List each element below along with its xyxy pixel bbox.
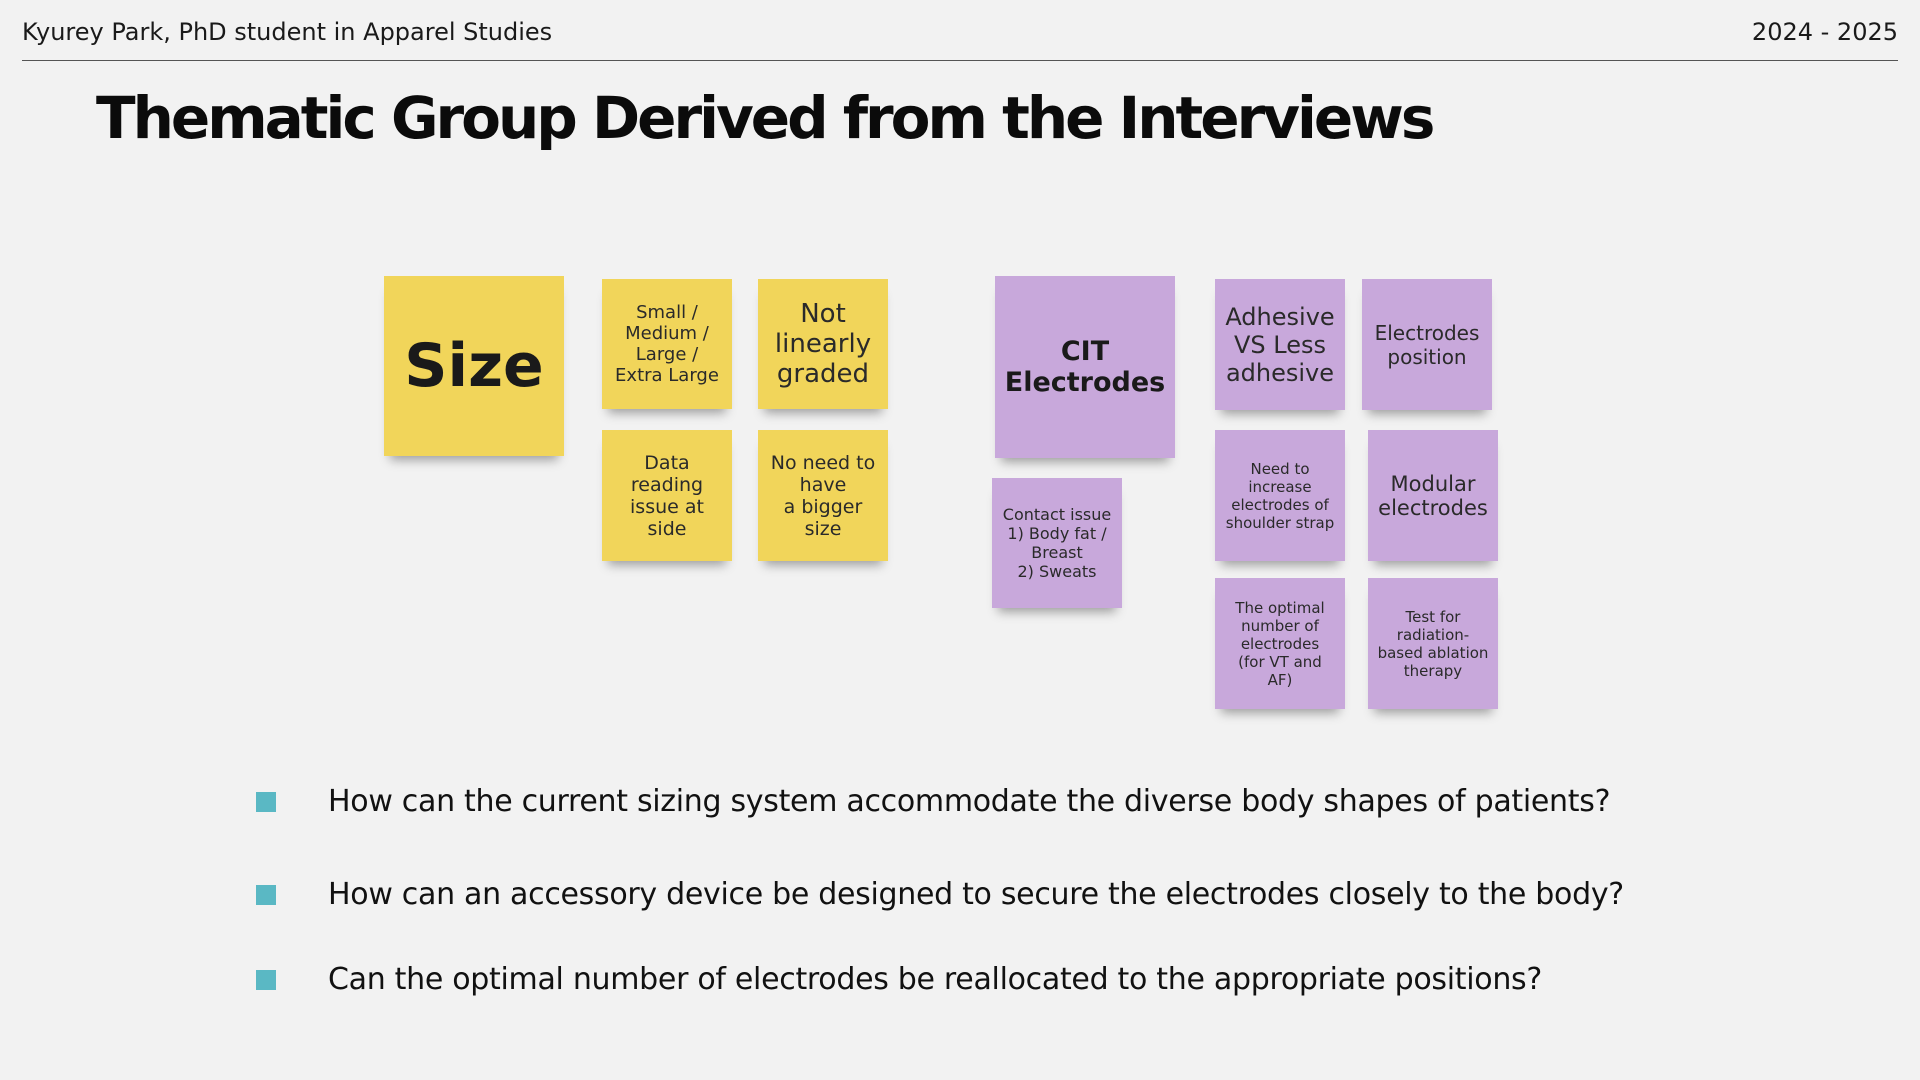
sticky-note-label: CIT Electrodes <box>1004 336 1166 398</box>
sticky-note-label: Adhesive VS Less adhesive <box>1225 302 1335 387</box>
sticky-note-label: Test for radiation- based ablation thera… <box>1377 607 1489 680</box>
sticky-note-label: Contact issue 1) Body fat / Breast 2) Sw… <box>1002 505 1112 581</box>
question-text: How can the current sizing system accomm… <box>328 784 1611 819</box>
sticky-note-label: Small / Medium / Large / Extra Large <box>615 302 719 386</box>
list-item: How can the current sizing system accomm… <box>256 784 1756 819</box>
bullet-square-icon <box>256 884 276 905</box>
bullet-square-icon <box>256 969 276 990</box>
question-text: Can the optimal number of electrodes be … <box>328 962 1543 997</box>
sticky-note-label: Modular electrodes <box>1378 471 1488 520</box>
sticky-note-label: Not linearly graded <box>774 299 872 389</box>
sticky-note-not-linearly-graded: Not linearly graded <box>758 279 888 409</box>
header-year: 2024 - 2025 <box>1751 18 1898 46</box>
sticky-note-label: Electrodes position <box>1374 320 1480 369</box>
list-item: How can an accessory device be designed … <box>256 877 1756 912</box>
sticky-note-bigger-size: No need to have a bigger size <box>758 430 888 561</box>
sticky-note-cit-electrodes: CIT Electrodes <box>995 276 1175 458</box>
bullet-square-icon <box>256 791 276 812</box>
list-item: Can the optimal number of electrodes be … <box>256 962 1756 997</box>
sticky-note-label: No need to have a bigger size <box>770 451 876 540</box>
sticky-note-electrodes-position: Electrodes position <box>1362 279 1492 410</box>
question-text: How can an accessory device be designed … <box>328 877 1624 912</box>
header-author: Kyurey Park, PhD student in Apparel Stud… <box>22 18 553 46</box>
sticky-note-optimal-number: The optimal number of electrodes (for VT… <box>1215 578 1345 709</box>
sticky-note-data-reading: Data reading issue at side <box>602 430 732 561</box>
sticky-note-ablation-therapy: Test for radiation- based ablation thera… <box>1368 578 1498 709</box>
sticky-note-size: Size <box>384 276 564 456</box>
sticky-note-modular-electrodes: Modular electrodes <box>1368 430 1498 561</box>
sticky-note-shoulder-strap: Need to increase electrodes of shoulder … <box>1215 430 1345 561</box>
sticky-note-sizes: Small / Medium / Large / Extra Large <box>602 279 732 409</box>
sticky-note-label: Need to increase electrodes of shoulder … <box>1225 459 1335 532</box>
sticky-note-adhesive: Adhesive VS Less adhesive <box>1215 279 1345 410</box>
sticky-note-contact-issue: Contact issue 1) Body fat / Breast 2) Sw… <box>992 478 1122 608</box>
sticky-note-label: Data reading issue at side <box>630 451 704 540</box>
sticky-note-label: The optimal number of electrodes (for VT… <box>1235 598 1325 689</box>
header-divider <box>22 60 1898 61</box>
slide-title: Thematic Group Derived from the Intervie… <box>96 84 1435 152</box>
sticky-note-label: Size <box>404 331 544 401</box>
